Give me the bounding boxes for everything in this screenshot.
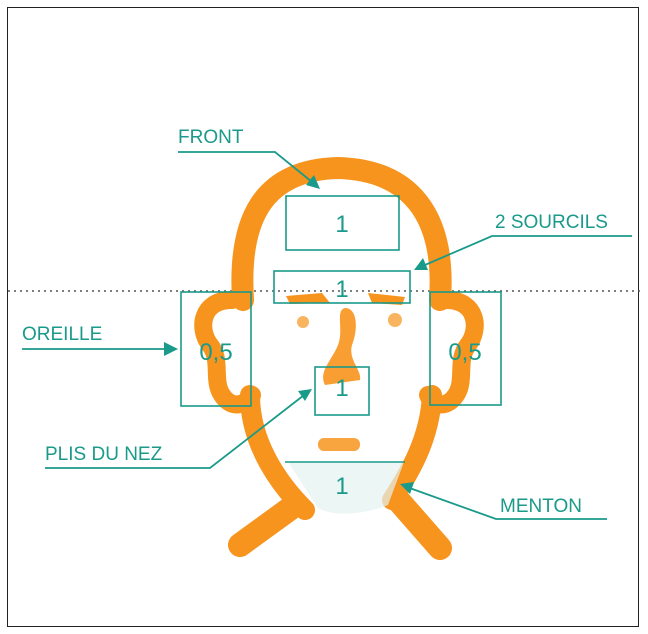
oreille-right-value: 0,5	[448, 339, 481, 366]
oreille-label: OREILLE	[22, 324, 102, 345]
menton-value: 1	[335, 473, 348, 500]
front-label: FRONT	[178, 127, 244, 148]
oreille-left-value: 0,5	[199, 339, 232, 366]
sourcils-value: 1	[335, 276, 348, 303]
nose	[323, 308, 360, 385]
mouth	[318, 438, 360, 451]
oreille-arrow-icon	[164, 342, 178, 356]
sourcils-label: 2 SOURCILS	[495, 212, 608, 233]
plis-nez-label: PLIS DU NEZ	[45, 444, 163, 465]
menton-label: MENTON	[500, 496, 582, 517]
front-value: 1	[335, 211, 348, 238]
plis-nez-value: 1	[335, 375, 348, 402]
left-eye-mark	[297, 316, 309, 328]
facial-features	[286, 293, 405, 451]
right-eye-mark	[388, 313, 402, 327]
